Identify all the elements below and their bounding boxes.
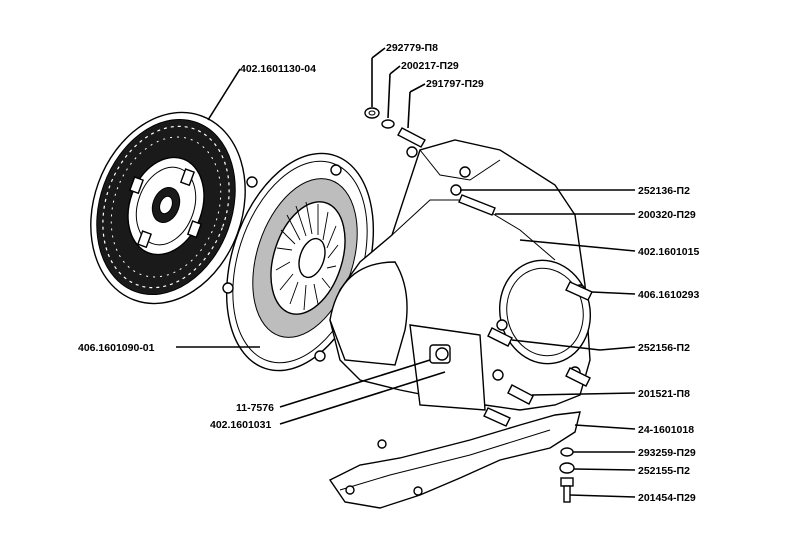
clutch-disc: [90, 111, 246, 305]
top-washer: [381, 119, 395, 129]
label-washer-top: 200217-П29: [401, 60, 459, 72]
cover-nut: [559, 462, 575, 474]
leader-lines: [176, 47, 636, 498]
flange-studs: [483, 281, 593, 427]
clutch-housing: [329, 139, 592, 411]
label-pressure-plate: 406.1601090-01: [78, 342, 155, 354]
label-housing: 402.1601015: [638, 246, 699, 258]
label-bolt-201454: 201454-П29: [638, 492, 696, 504]
label-stud-406: 406.1610293: [638, 289, 699, 301]
label-clutch-disc: 402.1601130-04: [240, 63, 316, 75]
label-bolt-252156: 252156-П2: [638, 342, 690, 354]
top-stud: [397, 127, 426, 148]
label-washer-200320: 200320-П29: [638, 209, 696, 221]
label-part-402-1601031: 402.1601031: [210, 419, 271, 431]
label-nut-252155: 252155-П2: [638, 465, 690, 477]
label-cover-24: 24-1601018: [638, 424, 694, 436]
top-nut: [364, 107, 380, 119]
label-bolt-201521: 201521-П8: [638, 388, 690, 400]
label-washer-293259: 293259-П29: [638, 447, 696, 459]
label-nut-top: 292779-П8: [386, 42, 438, 54]
bottom-cover: [328, 411, 581, 509]
label-stud-top: 291797-П29: [426, 78, 484, 90]
cover-bolt: [560, 477, 574, 503]
cover-washer: [560, 447, 574, 457]
label-part-11-7576: 11-7576: [236, 402, 274, 414]
label-bolt-252136: 252136-П2: [638, 185, 690, 197]
